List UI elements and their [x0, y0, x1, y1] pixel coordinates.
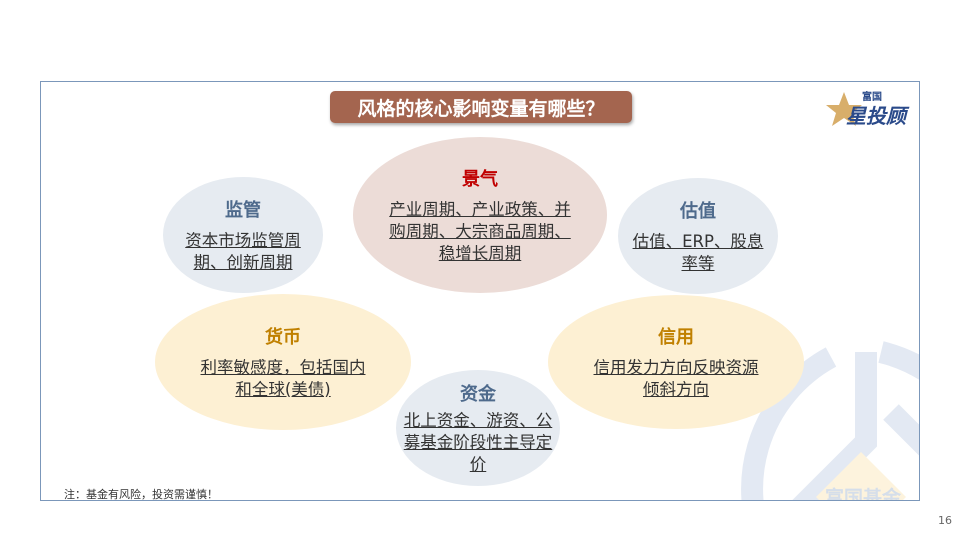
star-icon	[826, 92, 862, 126]
factor-desc: 估值、ERP、股息率等	[632, 232, 764, 273]
logo-small-text: 富国	[862, 92, 882, 103]
page-number: 16	[938, 514, 952, 527]
factor-title: 货币	[265, 327, 301, 348]
factor-monetary: 货币 利率敏感度，包括国内和全球(美债)	[155, 294, 411, 430]
factor-credit: 信用 信用发力方向反映资源倾斜方向	[548, 295, 804, 429]
slide-title: 风格的核心影响变量有哪些？	[330, 91, 632, 123]
factor-desc: 资本市场监管周期、创新周期	[185, 231, 301, 272]
factor-desc: 利率敏感度，包括国内和全球(美债)	[200, 358, 366, 399]
factor-title: 监管	[225, 200, 261, 221]
watermark-text: 富国基金	[825, 486, 902, 501]
factor-regulation: 监管 资本市场监管周期、创新周期	[163, 177, 323, 293]
factor-desc: 信用发力方向反映资源倾斜方向	[593, 358, 759, 399]
factor-capital: 资金 北上资金、游资、公募基金阶段性主导定价	[396, 370, 560, 486]
factor-title: 资金	[460, 384, 496, 405]
factor-title: 景气	[462, 169, 498, 190]
slide-frame: 富国基金	[40, 81, 920, 501]
factor-prosperity: 景气 产业周期、产业政策、并购周期、大宗商品周期、稳增长周期	[353, 137, 607, 293]
fund-logo-watermark-icon: 富国基金	[741, 341, 919, 501]
logo: 富国 星投顾	[826, 88, 906, 128]
factor-title: 估值	[680, 201, 716, 222]
logo-large-text: 星投顾	[846, 104, 906, 128]
factor-desc: 产业周期、产业政策、并购周期、大宗商品周期、稳增长周期	[389, 200, 571, 263]
risk-note: 注：基金有风险，投资需谨慎！	[64, 488, 218, 501]
factor-desc: 北上资金、游资、公募基金阶段性主导定价	[403, 411, 553, 474]
factor-valuation: 估值 估值、ERP、股息率等	[618, 178, 778, 294]
factor-title: 信用	[658, 327, 694, 348]
